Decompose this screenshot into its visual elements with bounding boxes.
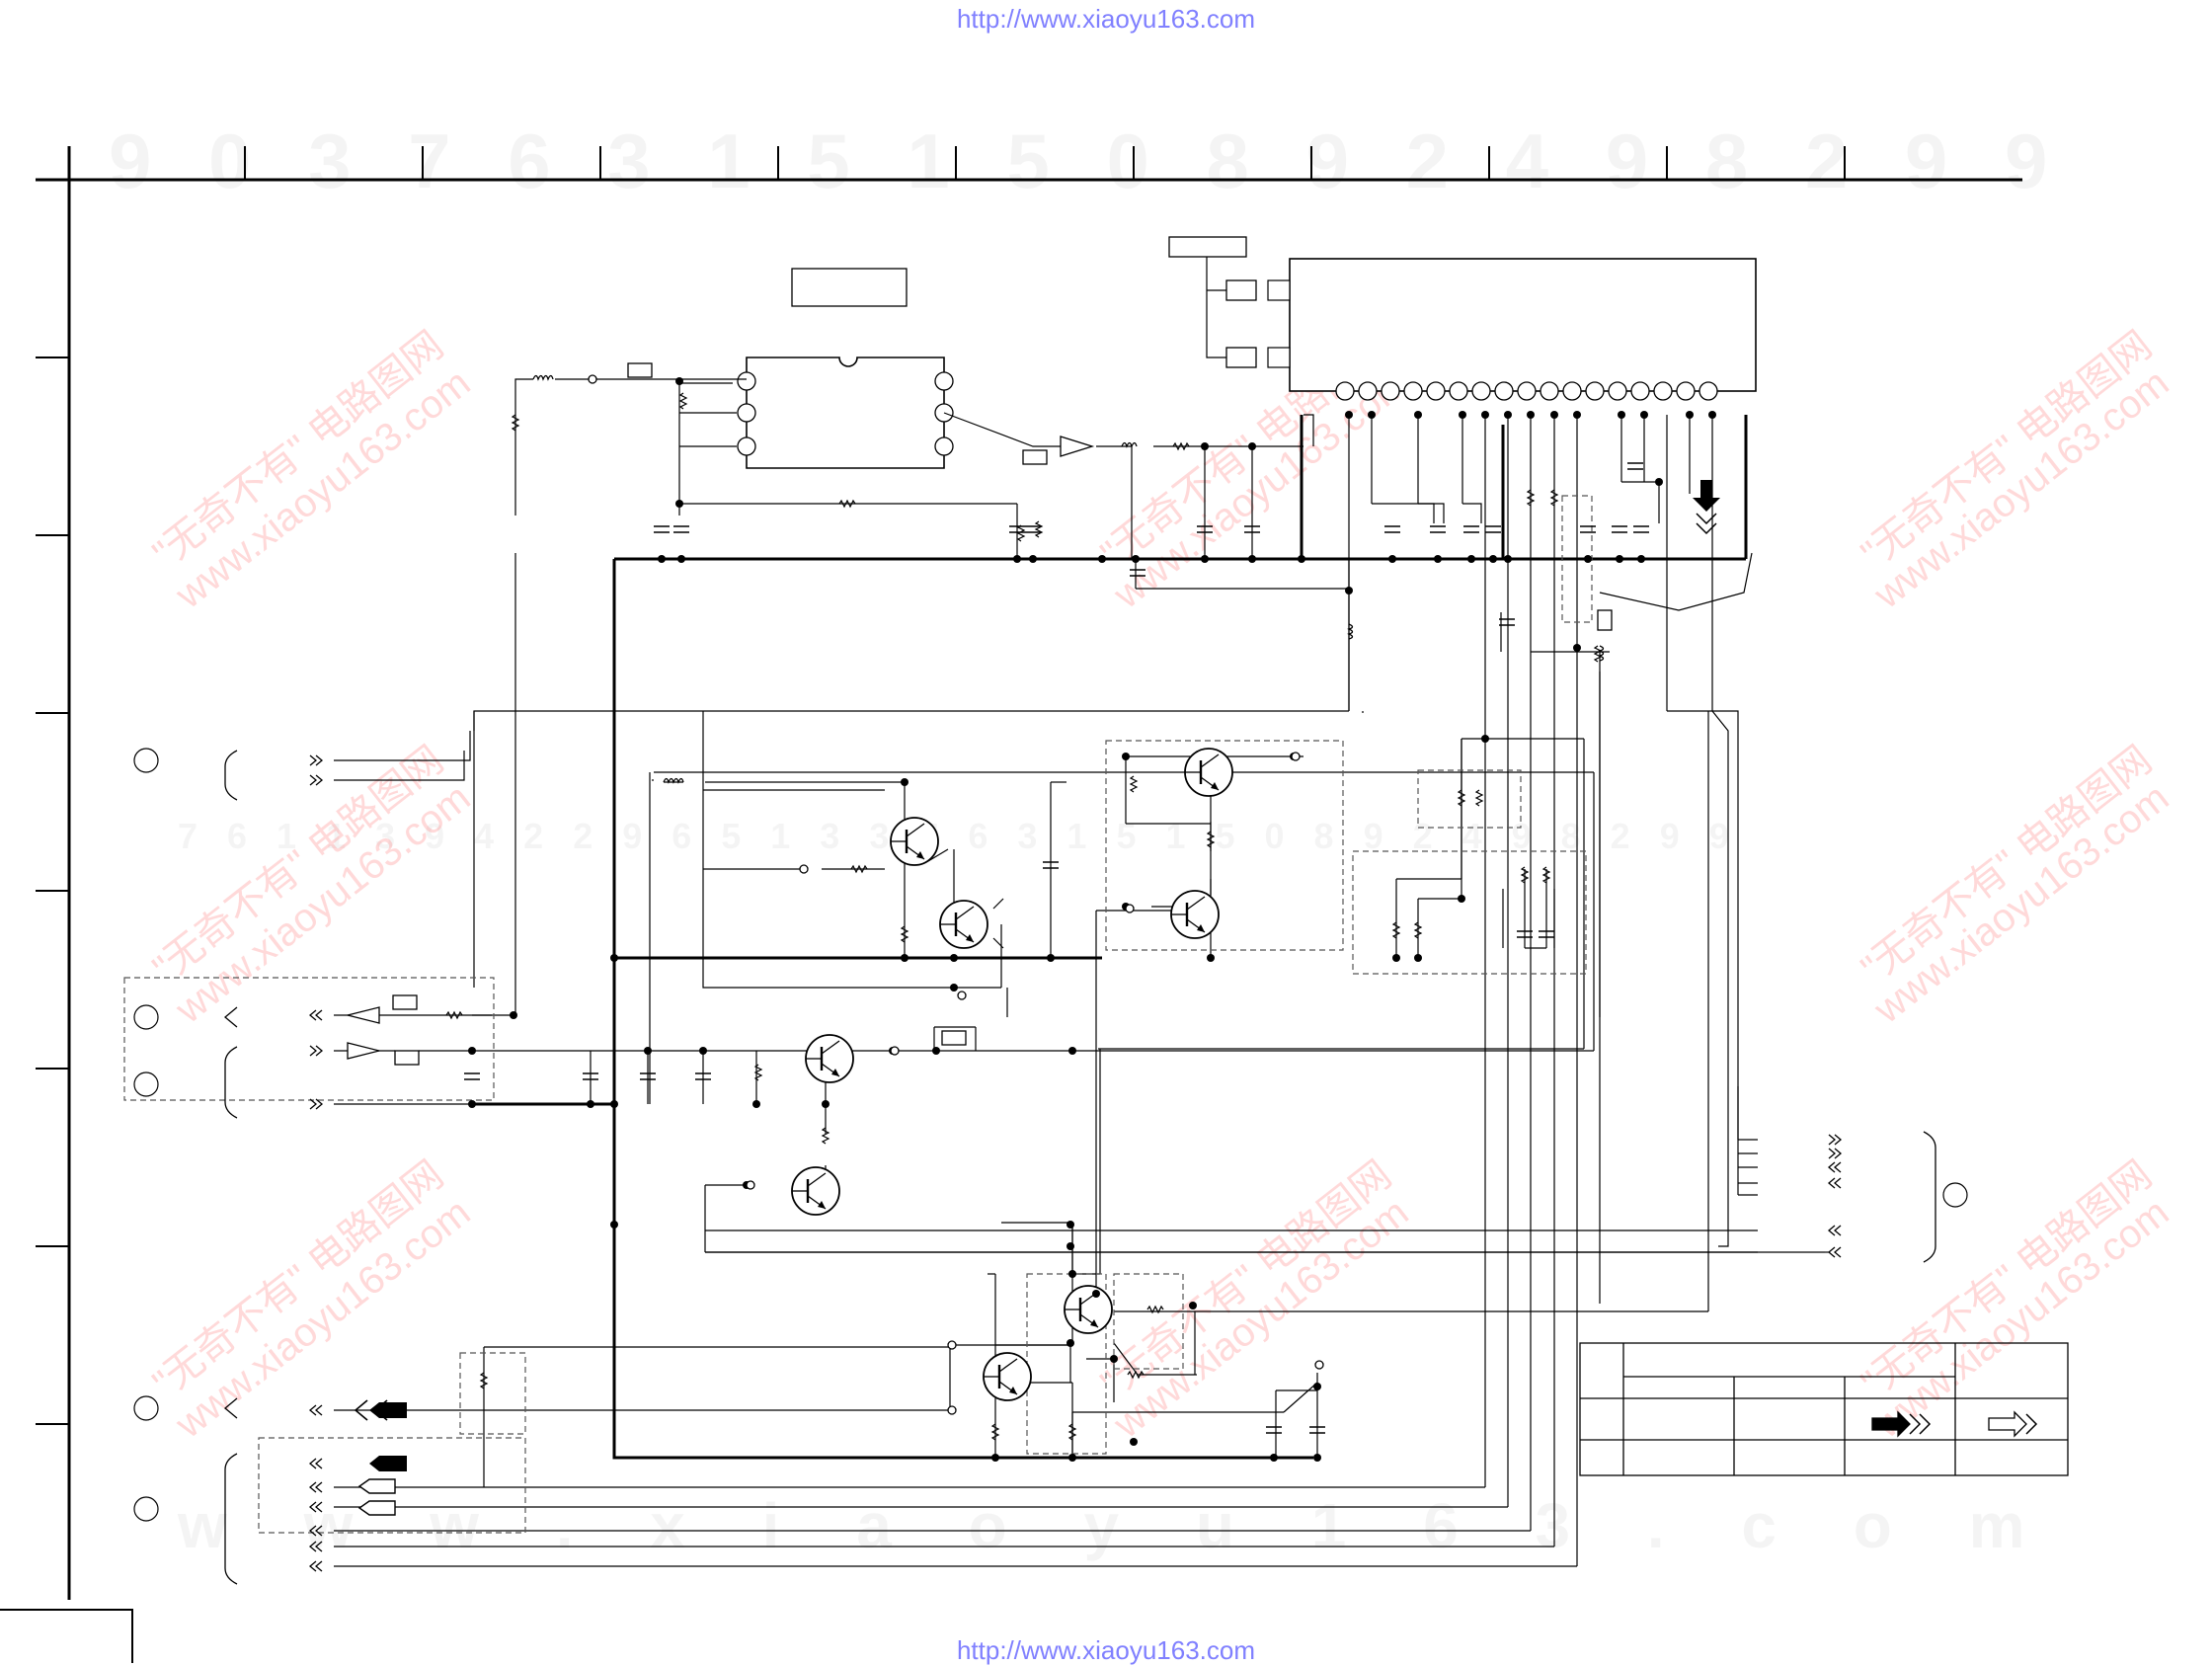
transistors bbox=[790, 747, 1234, 1402]
watermark-digits-middle: 7 6 1 1 3 9 4 2 2 9 6 5 1 3 3 7 6 3 1 5 … bbox=[178, 816, 1739, 857]
connector-braces bbox=[223, 750, 1936, 1585]
amplifier-buffers bbox=[347, 436, 1095, 1060]
dashed-boundaries bbox=[123, 495, 1593, 1534]
capacitors bbox=[463, 462, 1650, 1434]
header-url[interactable]: http://www.xiaoyu163.com bbox=[956, 4, 1256, 34]
inductors bbox=[532, 374, 1605, 784]
open-dots bbox=[588, 374, 1324, 1415]
watermark-digits-bottom: w w w . x i a o y u 1 6 3 . c o m bbox=[178, 1489, 2055, 1562]
flow-arrows bbox=[354, 480, 1720, 1516]
grid-frame bbox=[0, 146, 2022, 1663]
ground-buses bbox=[472, 415, 1748, 1460]
ic-secondary bbox=[737, 357, 954, 469]
footer-url[interactable]: http://www.xiaoyu163.com bbox=[956, 1635, 1256, 1665]
legend-table bbox=[1579, 1342, 2069, 1476]
resistors bbox=[445, 392, 1602, 1441]
label-box-connectors bbox=[1206, 257, 1226, 358]
watermark-digits-top: 9 0 3 7 6 3 1 5 1 5 0 8 9 2 4 9 8 2 9 9 bbox=[109, 117, 2065, 206]
connector-chevrons bbox=[309, 754, 1842, 1572]
ic-main bbox=[1267, 258, 1757, 401]
label-boxes bbox=[392, 236, 1613, 1066]
signal-wires bbox=[334, 378, 1829, 1567]
